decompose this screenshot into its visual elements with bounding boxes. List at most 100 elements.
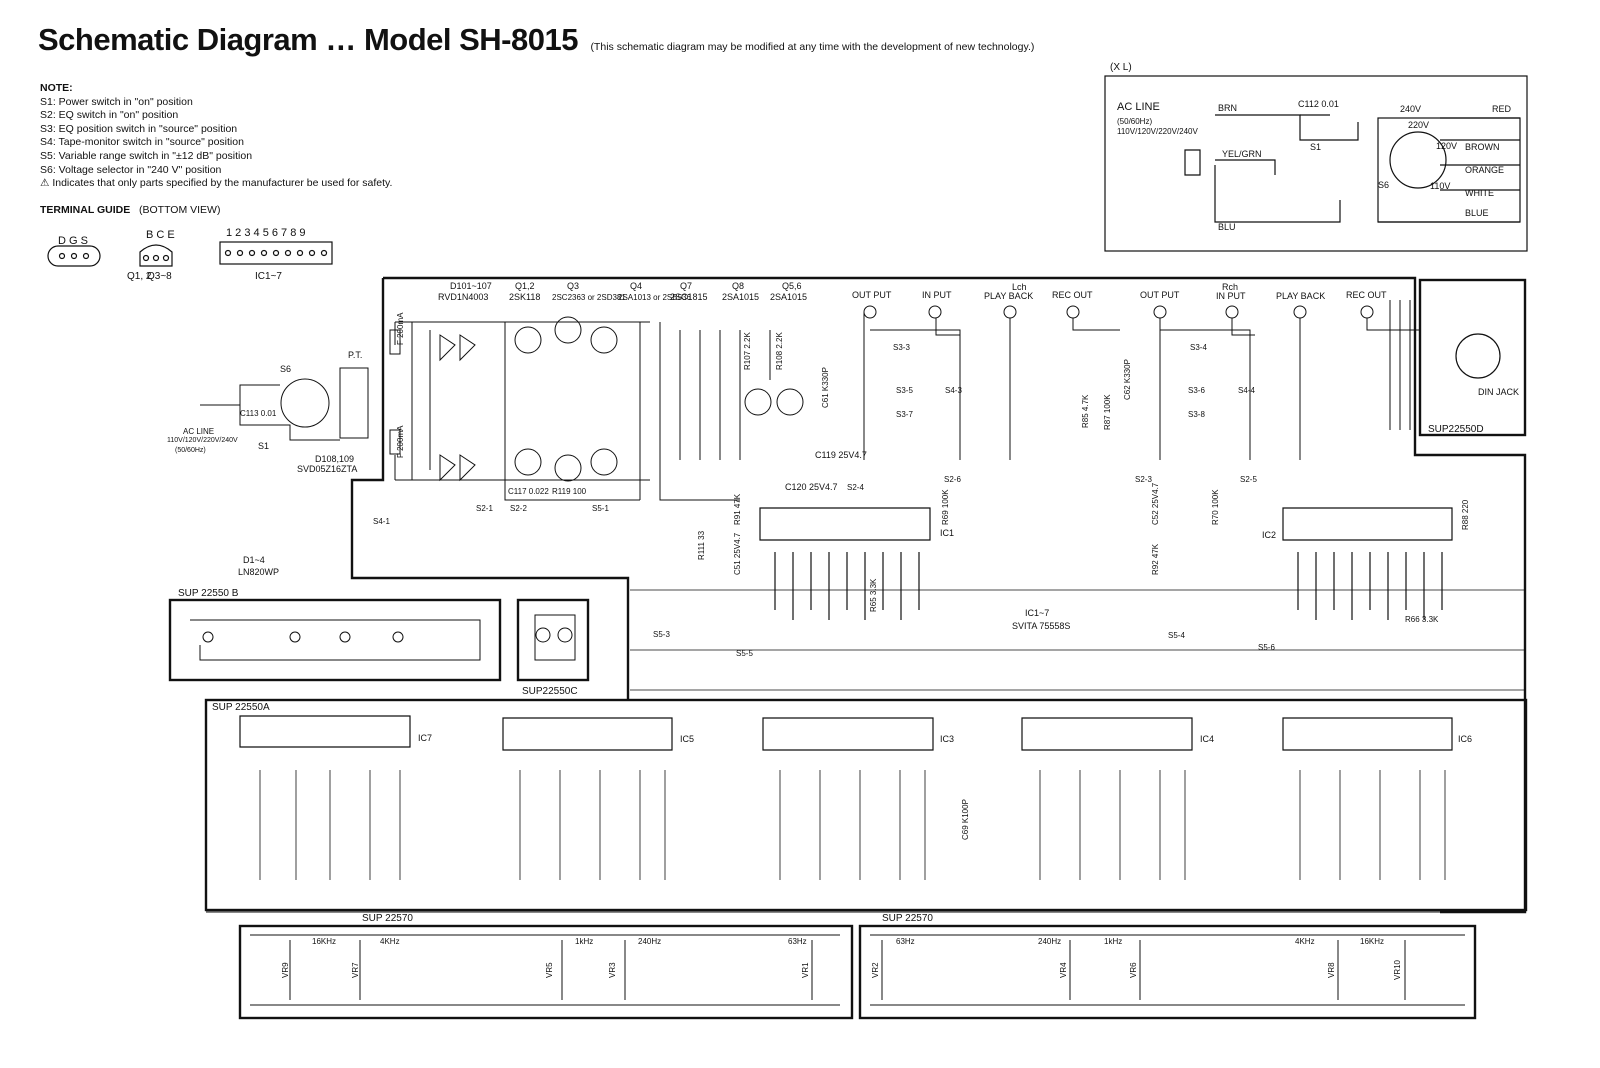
xl-cap: C112 0.01 [1298, 99, 1339, 109]
part-r91: R91 47K [733, 493, 742, 525]
vr6-freq: 1kHz [1104, 937, 1122, 946]
din-jack-label: DIN JACK [1478, 387, 1519, 397]
xl-tap-240: 240V [1400, 104, 1421, 114]
vr4-ref: VR4 [1059, 962, 1068, 978]
jack-r-playback: PLAY BACK [1276, 291, 1325, 301]
xl-tap-220: 220V [1408, 120, 1429, 130]
slider-pots-right [870, 934, 1465, 1006]
xl-tap-110: 110V [1430, 181, 1450, 191]
xl-color-blue: BLUE [1465, 208, 1489, 218]
ic5-symbol [502, 717, 673, 751]
terminal-guide-heading: TERMINAL GUIDE [40, 204, 131, 216]
semi-part: 2SC2363 or 2SD381 [552, 293, 626, 302]
semi-ref: Q5,6 [782, 281, 802, 291]
xl-power-box [1104, 75, 1528, 252]
ic3-symbol [762, 717, 934, 751]
power-s6: S6 [280, 364, 291, 374]
sup-22570-right-box [858, 924, 1477, 1020]
xl-s1: S1 [1310, 142, 1321, 152]
power-pt: P.T. [348, 350, 362, 360]
vr9-ref: VR9 [281, 962, 290, 978]
vr10-ref: VR10 [1393, 959, 1402, 980]
part-r65: R65 3.3K [869, 578, 878, 612]
vr3-freq: 240Hz [638, 937, 661, 946]
ic-part: SVITA 75558S [1012, 621, 1070, 631]
ic3-label: IC3 [940, 734, 954, 744]
jack-l-input: IN PUT [922, 290, 952, 300]
note-item: S6: Voltage selector in "240 V" position [40, 163, 222, 176]
jack-lch: Lch [1012, 282, 1027, 292]
board-sup-d: SUP22550D [1428, 424, 1484, 435]
page-title: Schematic Diagram … Model SH-8015 (This … [38, 22, 1034, 58]
xl-wire-brn: BRN [1218, 103, 1237, 113]
sup-22550b-box [168, 598, 502, 682]
xl-color-white: WHITE [1465, 188, 1494, 198]
power-cap: C113 0.01 [240, 409, 277, 418]
notes-heading: NOTE: [40, 82, 73, 94]
part-r88: R88 220 [1461, 499, 1470, 530]
vr3-ref: VR3 [608, 962, 617, 978]
vr9-freq: 16KHz [312, 937, 336, 946]
pkg-ic-name: IC1~7 [255, 271, 282, 282]
ic1-label: IC1 [940, 528, 954, 538]
pkg-ic-pins: 1 2 3 4 5 6 7 8 9 [226, 227, 306, 239]
semi-part: RVD1N4003 [438, 292, 488, 302]
title-main: Schematic Diagram … Model SH-8015 [38, 22, 578, 57]
power-zener: D108,109 [315, 454, 354, 464]
note-item: ⚠ Indicates that only parts specified by… [40, 177, 393, 190]
power-fuse1: F 200mA [396, 312, 405, 345]
xl-wiring [1184, 114, 1521, 223]
package-q1-2 [47, 245, 101, 267]
switch-label: S2-5 [1240, 475, 1257, 484]
switch-label: S5-1 [592, 504, 609, 513]
switch-label: S5-4 [1168, 631, 1185, 640]
switch-label: S3-6 [1188, 386, 1205, 395]
board-sup-c: SUP22550C [522, 686, 578, 697]
vr1-ref: VR1 [801, 962, 810, 978]
semi-part: 2SC1815 [670, 292, 708, 302]
board-sup-570-right: SUP 22570 [882, 913, 933, 924]
pkg-q1-name: Q1, 2 [127, 271, 152, 282]
semi-part: 2SA1013 or 2SB536 [618, 293, 691, 302]
switch-label: S5-6 [1258, 643, 1275, 652]
ic2-label: IC2 [1262, 530, 1276, 540]
board-sup-b: SUP 22550 B [178, 588, 239, 599]
switch-label: S4-3 [945, 386, 962, 395]
semi-ref: Q4 [630, 281, 642, 291]
pkg-q3-name: Q3~8 [147, 271, 172, 282]
notes-block: NOTE: S1: Power switch in "on" position … [40, 82, 392, 191]
part-r70: R70 100K [1211, 489, 1220, 525]
switch-label: S2-4 [847, 483, 864, 492]
pkg-q1-pins: D G S [58, 235, 88, 247]
part-r107: R107 2.2K [743, 332, 752, 370]
vr5-ref: VR5 [545, 962, 554, 978]
note-item: S2: EQ switch in "on" position [40, 109, 179, 122]
jack-l-output: OUT PUT [852, 290, 892, 300]
part-c117: C117 0.022 [508, 487, 549, 496]
sup-22570-left-box [238, 924, 854, 1020]
led-array [190, 619, 481, 661]
jack-l-playback: PLAY BACK [984, 291, 1033, 301]
power-fuse2: F 200mA [396, 425, 405, 458]
xl-wire-yel: YEL/GRN [1222, 149, 1262, 159]
semi-part: 2SA1015 [770, 292, 807, 302]
xl-color-red: RED [1492, 104, 1512, 114]
part-r119: R119 100 [552, 487, 587, 496]
switch-label: S2-1 [476, 504, 493, 513]
part-r85: R85 4.7K [1081, 394, 1090, 428]
switch-label: S2-6 [944, 475, 961, 484]
power-led-part: LN820WP [238, 567, 279, 577]
xl-wire-blu: BLU [1218, 222, 1236, 232]
ic4-symbol [1021, 717, 1193, 751]
xl-color-brown: BROWN [1465, 142, 1500, 152]
ic-common: IC1~7 [1025, 608, 1049, 618]
switch-label: S2-2 [510, 504, 527, 513]
part-r111: R111 33 [697, 530, 706, 560]
part-c52: C52 25V4.7 [1151, 482, 1160, 525]
jack-r-input: IN PUT [1216, 291, 1246, 301]
semi-ref: Q1,2 [515, 281, 535, 291]
switch-label: S3-3 [893, 343, 910, 352]
xl-color-orange: ORANGE [1465, 165, 1504, 175]
transistor-cluster [504, 316, 804, 501]
power-supply-wiring [200, 321, 650, 482]
